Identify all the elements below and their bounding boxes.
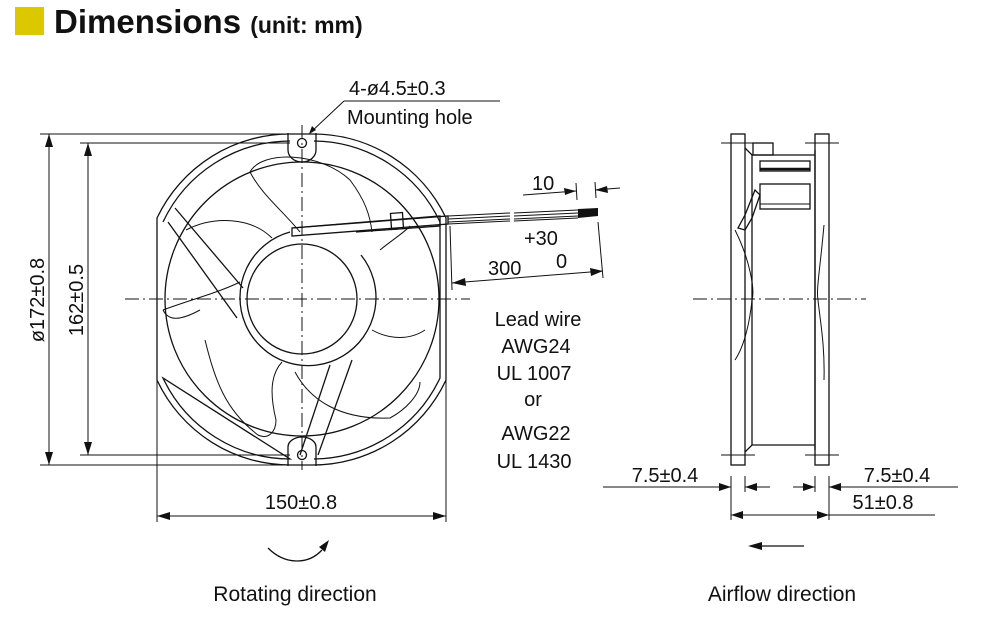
flange-right-label: 7.5±0.4 xyxy=(864,465,931,487)
hole-pitch-dimension xyxy=(80,142,290,456)
side-view: 7.5±0.4 7.5±0.4 51±0.8 Airflow direction xyxy=(603,133,958,606)
mounting-hole-label: Mounting hole xyxy=(347,107,473,129)
width-dimension xyxy=(156,380,447,522)
spoke-left xyxy=(167,207,244,319)
lead-wire-line: or xyxy=(524,389,542,411)
flange-left-dimension xyxy=(603,476,770,520)
depth-label: 51±0.8 xyxy=(852,492,913,514)
flange-left-label: 7.5±0.4 xyxy=(632,465,699,487)
hub-inner xyxy=(246,243,358,355)
title-text: Dimensions xyxy=(54,3,242,40)
flange-right-dimension xyxy=(793,476,958,520)
lead-wire-line: UL 1007 xyxy=(497,363,572,385)
rotation-arrow-icon xyxy=(267,540,329,562)
outer-diameter-dimension xyxy=(40,133,292,466)
wire-length-dimension xyxy=(449,221,604,291)
fan-blades xyxy=(162,156,426,437)
airflow-caption: Airflow direction xyxy=(708,583,856,606)
title-unit: (unit: mm) xyxy=(250,12,363,38)
page-title: Dimensions (unit: mm) xyxy=(54,0,363,47)
strip-length-dimension xyxy=(522,181,621,201)
title-accent-square xyxy=(15,7,44,35)
depth-dimension xyxy=(731,511,935,519)
lead-wire xyxy=(291,208,598,237)
mounting-hole-spec: 4-ø4.5±0.3 xyxy=(349,78,446,100)
rotation-caption: Rotating direction xyxy=(213,583,376,606)
wire-tolerance-upper: +30 xyxy=(524,228,558,250)
lead-wire-line: UL 1430 xyxy=(497,451,572,473)
hub-outer xyxy=(239,231,377,367)
mounting-hole-callout xyxy=(309,100,500,134)
width-label: 150±0.8 xyxy=(265,492,337,514)
airflow-arrow-icon xyxy=(748,542,804,550)
lead-wire-line: AWG24 xyxy=(501,336,570,358)
lead-wire-line: AWG22 xyxy=(501,423,570,445)
mounting-hole-top xyxy=(287,133,317,163)
side-wire-exit xyxy=(737,188,761,231)
side-body xyxy=(744,147,816,453)
front-view: 4-ø4.5±0.3 Mounting hole ø172±0.8 162±0.… xyxy=(27,78,621,606)
spoke-bottom xyxy=(299,359,353,456)
stripped-wire-end xyxy=(578,208,598,218)
outer-diameter-label: ø172±0.8 xyxy=(27,258,49,342)
wire-length-label: 300 xyxy=(488,258,521,280)
connector-tab xyxy=(752,142,774,156)
lead-wire-line: Lead wire xyxy=(495,309,582,331)
strip-length-label: 10 xyxy=(532,173,554,195)
lead-wire-spec: Lead wire AWG24 UL 1007 or AWG22 UL 1430 xyxy=(495,309,582,473)
label-plate-upper xyxy=(759,160,811,172)
label-plate-lower xyxy=(759,183,811,210)
hole-pitch-label: 162±0.5 xyxy=(66,264,88,336)
wire-tolerance-lower: 0 xyxy=(556,251,567,273)
venturi-curve-right xyxy=(816,224,825,381)
venturi-curve-left xyxy=(734,229,754,361)
flange-left xyxy=(730,133,746,466)
